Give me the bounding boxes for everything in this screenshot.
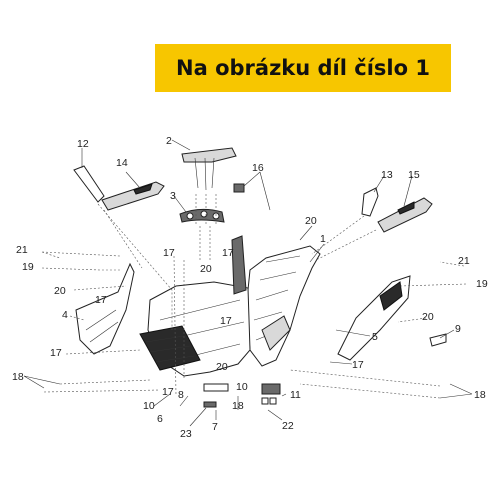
part-center-frame: [139, 235, 251, 377]
callout-14: 14: [116, 157, 128, 169]
callout-10-b: 10: [143, 400, 155, 412]
part-11-bracket: [261, 383, 281, 405]
leader-lines: [23, 139, 473, 427]
part-3-bracket: [179, 208, 225, 223]
callout-18-left: 18: [12, 371, 24, 383]
callout-11: 11: [290, 389, 301, 401]
callout-17-a: 17: [163, 247, 175, 259]
part-5-side-panel: [337, 275, 411, 361]
callout-21-left: 21: [16, 244, 28, 256]
callout-13: 13: [381, 169, 393, 181]
callout-17-b: 17: [222, 247, 234, 259]
callout-labels: 12 2 14 3 16 13 15 20 1 21 17 17 20 19 2…: [12, 135, 488, 440]
callout-23: 23: [180, 428, 192, 440]
banner: Na obrázku díl číslo 1: [155, 44, 451, 92]
callout-19-right: 19: [476, 278, 488, 290]
part-12-trim: [73, 165, 105, 203]
callout-20-right: 20: [422, 311, 434, 323]
callout-17-e: 17: [50, 347, 62, 359]
callout-16: 16: [252, 162, 264, 174]
callout-17-d: 17: [220, 315, 232, 327]
callout-21-right: 21: [458, 255, 470, 267]
callout-17-g: 17: [162, 386, 174, 398]
callout-5: 5: [372, 331, 378, 343]
callout-3: 3: [170, 190, 176, 202]
part-15-trim: [377, 197, 433, 233]
callout-15: 15: [408, 169, 420, 181]
callout-8: 8: [178, 389, 184, 401]
callout-10-a: 10: [236, 381, 248, 393]
callout-7: 7: [212, 421, 218, 433]
callout-17-f: 17: [352, 359, 364, 371]
part-23-screw: [203, 401, 217, 408]
part-4-side-panel: [75, 262, 135, 355]
callout-1: 1: [320, 233, 326, 245]
callout-18-low: 18: [232, 400, 244, 412]
callout-19-left: 19: [22, 261, 34, 273]
callout-6: 6: [157, 413, 163, 425]
callout-17-c: 17: [95, 294, 107, 306]
callout-9: 9: [455, 323, 461, 335]
callout-12: 12: [77, 138, 89, 150]
callout-18-right: 18: [474, 389, 486, 401]
callout-20-top: 20: [305, 215, 317, 227]
part-8-bracket: [203, 383, 229, 392]
callout-20-left: 20: [54, 285, 66, 297]
callout-4: 4: [62, 309, 68, 321]
part-2-top-panel: [181, 147, 237, 191]
part-13-trim: [361, 187, 379, 217]
banner-text: Na obrázku díl číslo 1: [176, 56, 430, 80]
part-1-main-body: [245, 245, 321, 367]
callout-22: 22: [282, 420, 294, 432]
callout-20-low: 20: [216, 361, 228, 373]
callout-20-mid: 20: [200, 263, 212, 275]
part-14-trim: [101, 181, 165, 211]
callout-2: 2: [166, 135, 172, 147]
part-16-clip: [233, 183, 245, 193]
